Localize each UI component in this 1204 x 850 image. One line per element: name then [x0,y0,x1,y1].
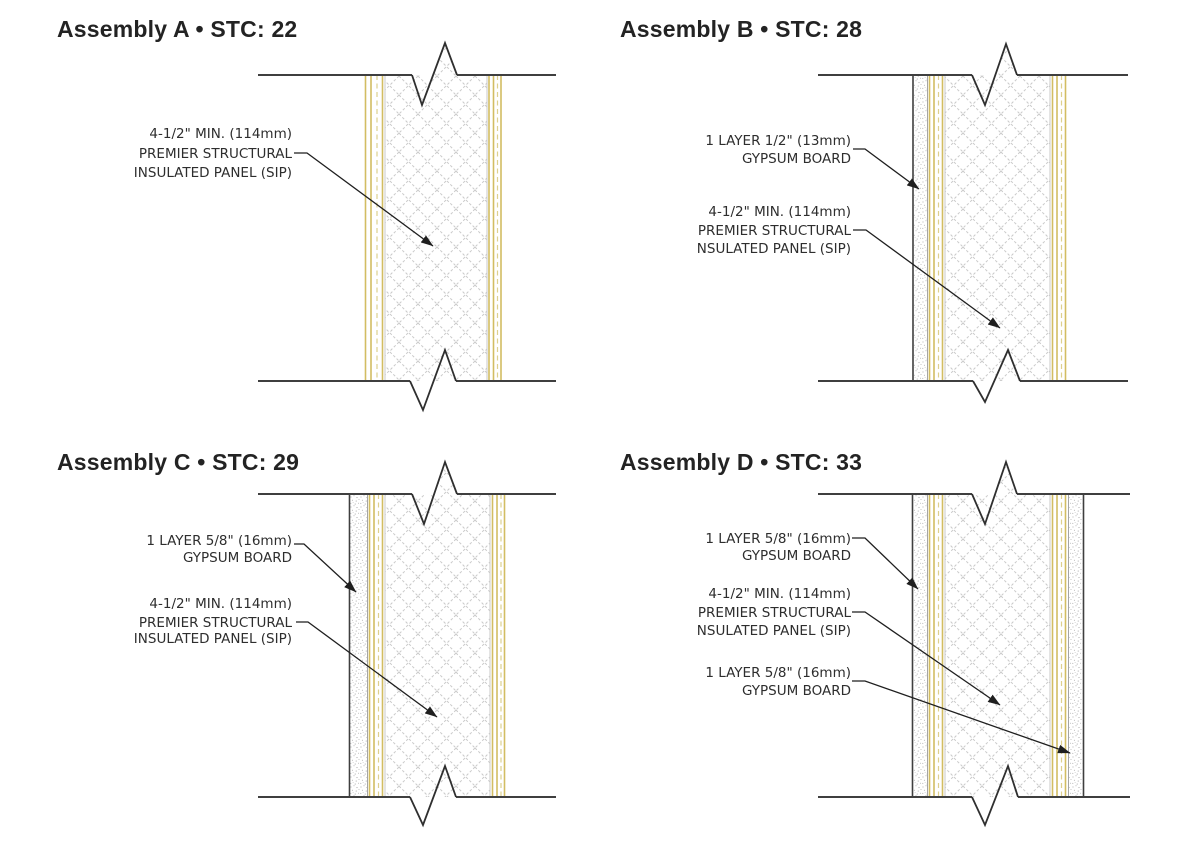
leader-line [294,543,357,593]
label-line: 1 LAYER 1/2" (13mm) [705,133,851,149]
wall-section [912,44,1067,381]
sip-foam-core [385,494,490,797]
label-line: INSULATED PANEL (SIP) [134,165,292,181]
assembly-d-panel: Assembly D • STC: 33 [602,425,1204,850]
break-hatch-cap [995,44,1017,75]
wall-section [911,462,1085,797]
label-line: 1 LAYER 5/8" (16mm) [705,531,851,547]
sip-foam-core [385,75,487,381]
assembly-c-panel: Assembly C • STC: 29 [0,425,602,850]
label-line: PREMIER STRUCTURAL [698,223,852,239]
gypsum-board [913,494,927,797]
sip-foam-core [945,75,1050,381]
annotation-gypsum-left: 1 LAYER 5/8" (16mm) GYPSUM BOARD [146,533,357,593]
label-line: GYPSUM BOARD [183,550,292,566]
leader-line [296,621,438,718]
wall-section [364,43,502,381]
assembly-d-title: Assembly D • STC: 33 [620,449,863,475]
osb-skin-left [928,494,944,797]
label-line: 4-1/2" MIN. (114mm) [149,596,292,612]
top-break-symbol [411,459,458,527]
label-line: NSULATED PANEL (SIP) [697,623,851,639]
annotation-sip: 4-1/2" MIN. (114mm) PREMIER STRUCTURAL I… [134,596,438,718]
gypsum-board [350,494,367,797]
label-line: PREMIER STRUCTURAL [698,605,852,621]
label-line: PREMIER STRUCTURAL [139,146,293,162]
osb-skin-right [491,494,506,797]
gypsum-board [914,75,927,381]
annotation-sip: 4-1/2" MIN. (114mm) PREMIER STRUCTURAL N… [697,586,1001,706]
leader-line [294,152,434,247]
top-break-symbol [411,40,458,108]
label-line: NSULATED PANEL (SIP) [697,241,851,257]
label-line: INSULATED PANEL (SIP) [134,631,292,647]
leader-line [853,148,920,190]
osb-skin-right [1051,494,1067,797]
break-hatch-cap [995,462,1017,494]
gypsum-layer-left [348,494,368,797]
wall-section [348,462,506,797]
osb-skin-left [928,75,944,381]
annotation-gypsum-left: 1 LAYER 1/2" (13mm) GYPSUM BOARD [705,133,920,190]
leader-line [852,537,919,590]
osb-skin-left [368,494,384,797]
label-line: GYPSUM BOARD [742,151,851,167]
cut-lines [818,41,1128,404]
assembly-b-panel: Assembly B • STC: 28 [602,0,1204,425]
leader-line [853,229,1001,329]
annotation-gypsum-right: 1 LAYER 5/8" (16mm) GYPSUM BOARD [705,665,1071,754]
assembly-b-title: Assembly B • STC: 28 [620,16,863,42]
break-hatch-cap [434,462,457,494]
annotation-gypsum-left: 1 LAYER 5/8" (16mm) GYPSUM BOARD [705,531,919,590]
gypsum-board [1069,494,1083,797]
gypsum-layer-right [1068,494,1085,797]
label-line: 1 LAYER 5/8" (16mm) [705,665,851,681]
break-hatch-cap [433,43,457,75]
gypsum-layer-left [912,75,928,381]
assembly-b-diagram: 1 LAYER 1/2" (13mm) GYPSUM BOARD 4-1/2" … [697,41,1128,404]
assembly-a-title: Assembly A • STC: 22 [57,16,298,42]
label-line: 4-1/2" MIN. (114mm) [149,126,292,142]
leader-line [852,680,1071,754]
label-line: GYPSUM BOARD [742,683,851,699]
label-line: 1 LAYER 5/8" (16mm) [146,533,292,549]
annotation-sip: 4-1/2" MIN. (114mm) PREMIER STRUCTURAL I… [134,126,434,247]
sip-foam-core [945,494,1050,797]
bottom-break-symbol [971,763,1019,828]
assembly-a-diagram: 4-1/2" MIN. (114mm) PREMIER STRUCTURAL I… [134,40,556,413]
osb-skin-right [488,75,502,381]
osb-skin-right [1051,75,1067,381]
osb-skin-left [364,75,384,381]
assembly-c-title: Assembly C • STC: 29 [57,449,300,475]
assembly-c-diagram: 1 LAYER 5/8" (16mm) GYPSUM BOARD 4-1/2" … [134,459,556,828]
cut-lines [258,40,556,413]
top-break-symbol [971,459,1018,527]
label-line: GYPSUM BOARD [742,548,851,564]
bottom-break-symbol [409,347,457,413]
assembly-d-diagram: 1 LAYER 5/8" (16mm) GYPSUM BOARD 4-1/2" … [697,459,1130,828]
bottom-break-symbol [972,347,1021,404]
label-line: 4-1/2" MIN. (114mm) [708,204,851,220]
cut-lines [818,459,1130,828]
cut-lines [258,459,556,828]
bottom-break-symbol [409,763,457,828]
annotation-sip: 4-1/2" MIN. (114mm) PREMIER STRUCTURAL N… [697,204,1001,329]
leader-line [852,611,1001,706]
assembly-a-panel: Assembly A • STC: 22 [0,0,602,425]
top-break-symbol [971,41,1018,108]
label-line: PREMIER STRUCTURAL [139,615,293,631]
label-line: 4-1/2" MIN. (114mm) [708,586,851,602]
